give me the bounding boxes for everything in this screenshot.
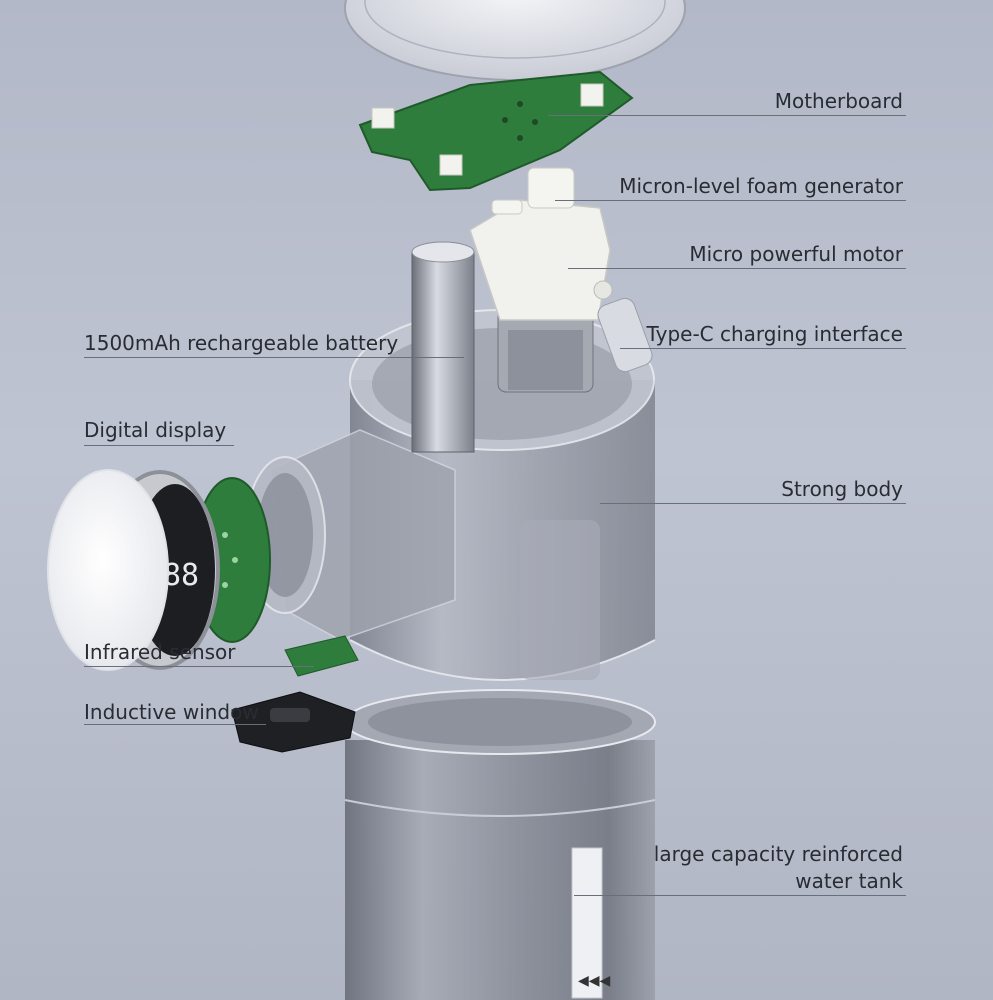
label-charging: Type-C charging interface: [646, 322, 903, 346]
label-motherboard: Motherboard: [774, 89, 903, 113]
motor-assembly: [469, 167, 613, 393]
leader-motor: [568, 268, 906, 269]
side-nozzle: [244, 429, 456, 641]
type-c-port: [597, 297, 653, 373]
label-foam-generator: Micron-level foam generator: [619, 174, 903, 198]
label-inductive: Inductive window: [84, 700, 259, 724]
label-infrared: Infrared sensor: [84, 640, 236, 664]
label-body: Strong body: [781, 477, 903, 501]
label-tank-line2: water tank: [795, 869, 903, 893]
leader-battery: [84, 357, 464, 358]
label-motor: Micro powerful motor: [689, 242, 903, 266]
label-battery: 1500mAh rechargeable battery: [84, 331, 399, 355]
leader-inductive: [84, 724, 266, 725]
lid-part: [344, 0, 686, 81]
leader-tank: [574, 895, 906, 896]
leader-motherboard: [548, 115, 906, 116]
infrared-sensor-board: [284, 635, 359, 677]
svg-text:88: 88: [163, 558, 199, 593]
leader-body: [600, 503, 906, 504]
label-tank-line1: large capacity reinforced: [653, 842, 903, 866]
leader-infrared: [84, 666, 314, 667]
leader-charging: [620, 348, 906, 349]
motherboard-pcb: [358, 70, 634, 192]
svg-text:◀◀◀: ◀◀◀: [578, 973, 611, 989]
inductive-window-piece: [231, 691, 356, 753]
label-tank: large capacity reinforced water tank: [654, 841, 903, 895]
leader-display: [84, 445, 234, 446]
leader-foam-generator: [555, 200, 906, 201]
label-display: Digital display: [84, 418, 227, 442]
digital-display-disc: 88: [47, 469, 220, 671]
water-tank: ◀◀◀: [344, 689, 656, 1000]
battery-cell: [411, 241, 475, 453]
